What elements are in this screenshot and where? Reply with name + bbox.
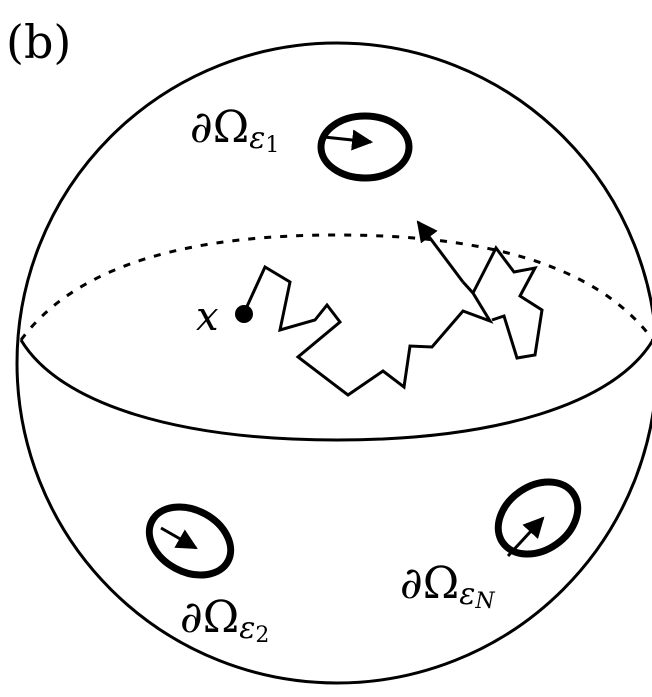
- boundary-epsN-label: ∂ΩεN: [400, 558, 495, 614]
- boundary-eps1-label: ∂Ωε1: [190, 102, 279, 158]
- panel-label: (b): [6, 15, 71, 69]
- boundary-epsN-ellipse: [494, 478, 582, 558]
- boundary-eps1-ellipse: [317, 112, 413, 182]
- sphere-outline: [15, 41, 652, 685]
- boundary-eps2-label: ∂Ωε2: [180, 592, 269, 648]
- boundary-eps2-normal-arrow: [160, 526, 198, 550]
- start-point-label: x: [196, 294, 219, 340]
- walk-exit-connector: [461, 280, 475, 295]
- boundary-eps2-ellipse: [145, 503, 235, 579]
- start-point-dot: [235, 305, 253, 323]
- boundary-eps1-normal-arrow: [323, 129, 374, 151]
- boundary-epsN-normal-arrow: [506, 516, 545, 558]
- walk-exit-arrow: [416, 220, 465, 283]
- equator-back-dashed: [19, 233, 652, 341]
- random-walk-path: [242, 245, 544, 397]
- equator-front: [19, 339, 652, 442]
